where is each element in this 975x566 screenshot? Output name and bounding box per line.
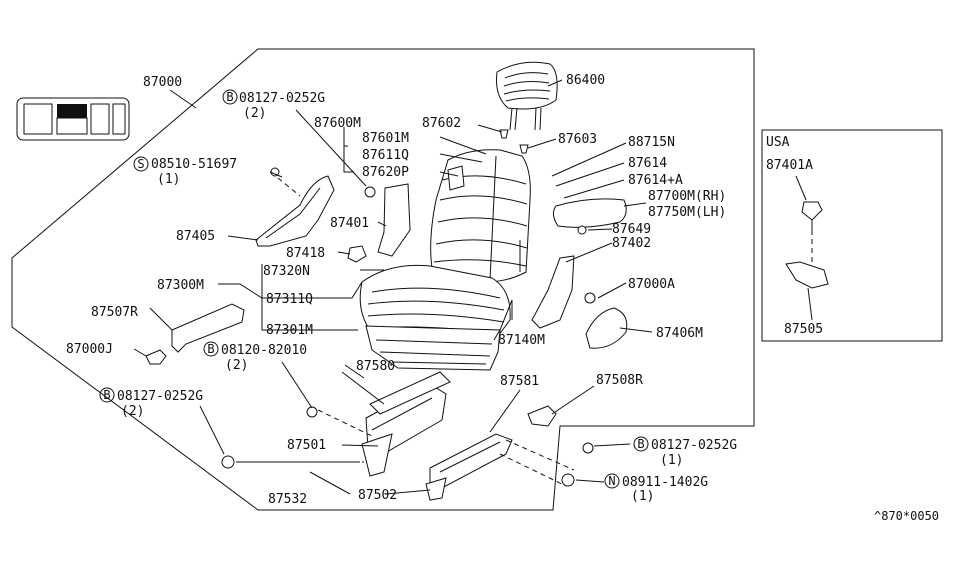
seat-back-part — [430, 149, 531, 283]
label-87600m: 87600M — [314, 116, 361, 131]
usa-bracket-87505 — [785, 261, 829, 289]
label-87000j: 87000J — [66, 342, 113, 357]
vehicle-locator-icon — [16, 97, 130, 141]
bolt-icon — [306, 406, 318, 418]
bolt-spec-symbol: B — [633, 436, 649, 452]
seat-rail-87580 — [369, 371, 451, 415]
block-87418 — [347, 245, 367, 263]
label-87700m: 87700M(RH) — [648, 189, 726, 204]
label-87508r: 87508R — [596, 373, 643, 388]
label-87532: 87532 — [268, 492, 307, 507]
label-87649: 87649 — [612, 222, 651, 237]
bolt-icon — [584, 292, 596, 304]
label-usa-87401a: 87401A — [766, 158, 813, 173]
diagram-reference-code: ^870*0050 — [874, 509, 939, 523]
svg-text:B: B — [103, 388, 110, 402]
bolt-icon — [221, 455, 235, 469]
cover-87508r — [527, 405, 557, 427]
label-08510-51697: 08510-51697 — [151, 157, 237, 172]
clip-icon — [577, 225, 587, 235]
main-outline — [11, 48, 755, 511]
label-87140m: 87140M — [498, 333, 545, 348]
armrest-87700m — [552, 198, 627, 228]
clip-87603 — [519, 144, 529, 154]
svg-text:B: B — [207, 342, 214, 356]
clip-87602 — [499, 129, 509, 139]
label-87311q: 87311Q — [266, 292, 313, 307]
label-88715n: 88715N — [628, 135, 675, 150]
svg-text:S: S — [137, 157, 144, 171]
label-87418: 87418 — [286, 246, 325, 261]
label-87611q: 87611Q — [362, 148, 409, 163]
dashed-lines — [236, 177, 575, 487]
svg-text:B: B — [637, 437, 644, 451]
seat-rail-outer — [425, 433, 513, 501]
usa-bolt-87401a — [801, 201, 823, 230]
label-08127-0252g-right-qty: (1) — [660, 453, 683, 468]
recliner-cover-87405 — [255, 175, 335, 247]
label-87507r: 87507R — [91, 305, 138, 320]
bolt-spec-symbol: B — [203, 341, 219, 357]
label-08911-1402g-qty: (1) — [631, 489, 654, 504]
svg-text:N: N — [608, 474, 615, 488]
bracket-87401 — [377, 183, 411, 257]
label-87601m: 87601M — [362, 131, 409, 146]
label-87000a: 87000A — [628, 277, 675, 292]
usa-inset-title: USA — [766, 135, 790, 150]
bolt-icon — [364, 186, 376, 198]
bolt-87000j — [145, 349, 167, 365]
bracket-87507r — [171, 303, 245, 353]
label-87402: 87402 — [612, 236, 651, 251]
label-08127-0252g-left-qty: (2) — [121, 404, 144, 419]
svg-text:B: B — [226, 90, 233, 104]
label-08911-1402g: 08911-1402G — [622, 475, 708, 490]
label-08120-82010: 08120-82010 — [221, 343, 307, 358]
label-87581: 87581 — [500, 374, 539, 389]
label-87405: 87405 — [176, 229, 215, 244]
label-87614a: 87614+A — [628, 173, 683, 188]
nut-icon — [561, 473, 575, 487]
nut-spec-symbol: N — [604, 473, 620, 489]
label-87580: 87580 — [356, 359, 395, 374]
bolt-spec-symbol: B — [222, 89, 238, 105]
label-87000: 87000 — [143, 75, 182, 90]
label-87501: 87501 — [287, 438, 326, 453]
seat-rail-inner — [361, 383, 447, 477]
label-usa-87505: 87505 — [784, 322, 823, 337]
usa-inset-box — [761, 129, 943, 342]
label-87614: 87614 — [628, 156, 667, 171]
label-87401: 87401 — [330, 216, 369, 231]
seat-frame-part — [365, 325, 501, 371]
label-08127-0252g-top-qty: (2) — [243, 106, 266, 121]
label-87603: 87603 — [558, 132, 597, 147]
label-87320n: 87320N — [263, 264, 310, 279]
label-08127-0252g-top: 08127-0252G — [239, 91, 325, 106]
label-08127-0252g-right: 08127-0252G — [651, 438, 737, 453]
leader-lines — [133, 79, 813, 495]
bolt-spec-symbol: B — [99, 387, 115, 403]
label-87301m: 87301M — [266, 323, 313, 338]
label-08120-82010-qty: (2) — [225, 358, 248, 373]
label-08510-51697-qty: (1) — [157, 172, 180, 187]
screw-spec-symbol: S — [133, 156, 149, 172]
bolt-icon — [582, 442, 594, 454]
headrest-part — [496, 61, 558, 131]
label-87300m: 87300M — [157, 278, 204, 293]
label-87602: 87602 — [422, 116, 461, 131]
label-87620p: 87620P — [362, 165, 409, 180]
label-87502: 87502 — [358, 488, 397, 503]
bracket-87402 — [531, 255, 575, 329]
label-08127-0252g-left: 08127-0252G — [117, 389, 203, 404]
label-87406m: 87406M — [656, 326, 703, 341]
label-86400: 86400 — [566, 73, 605, 88]
label-87750m: 87750M(LH) — [648, 205, 726, 220]
trim-87406m — [585, 307, 628, 349]
